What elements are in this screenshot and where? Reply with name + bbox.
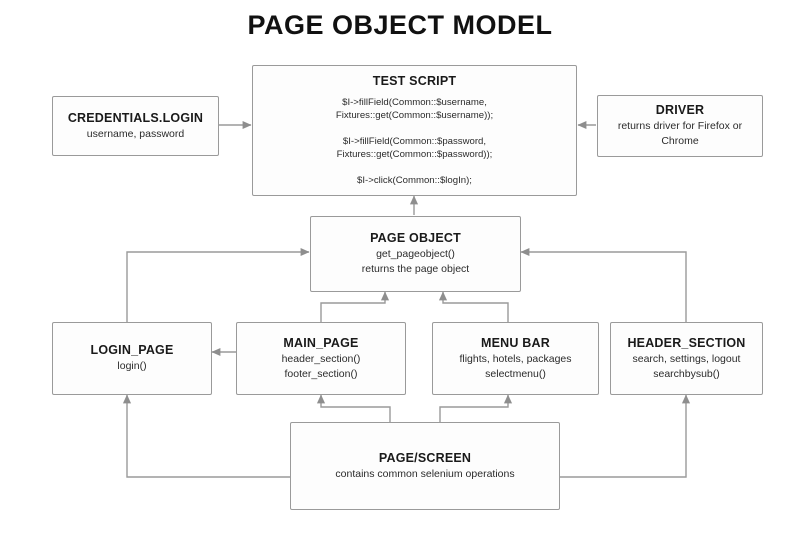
edge-main-page-to-page-object	[320, 291, 390, 322]
header-section-detail-2: searchbysub()	[653, 367, 720, 380]
header-section-detail-1: search, settings, logout	[632, 352, 741, 365]
node-test-script[interactable]: TEST SCRIPT $I->fillField(Common::$usern…	[252, 65, 577, 196]
page-screen-title: PAGE/SCREEN	[378, 450, 472, 465]
node-login-page[interactable]: LOGIN_PAGE login()	[52, 322, 212, 395]
main-page-title: MAIN_PAGE	[283, 335, 359, 350]
credentials-login-title: CREDENTIALS.LOGIN	[67, 110, 204, 125]
edge-header-section-to-page-object	[520, 247, 687, 322]
login-page-title: LOGIN_PAGE	[90, 343, 174, 358]
test-script-code-click: $I->click(Common::$logIn);	[357, 175, 472, 188]
main-page-detail-2: footer_section()	[284, 367, 358, 380]
menu-bar-detail-1: flights, hotels, packages	[459, 352, 572, 365]
test-script-title: TEST SCRIPT	[372, 74, 457, 88]
code-line-1: $I->fillField(Common::$username,	[342, 96, 487, 108]
node-page-screen[interactable]: PAGE/SCREEN contains common selenium ope…	[290, 422, 560, 510]
node-credentials-login[interactable]: CREDENTIALS.LOGIN username, password	[52, 96, 219, 156]
menu-bar-detail-2: selectmenu()	[485, 367, 546, 380]
edge-page-screen-to-menu-bar	[439, 394, 513, 422]
node-driver[interactable]: DRIVER returns driver for Firefox or Chr…	[597, 95, 763, 157]
edge-page-screen-to-login-page	[122, 394, 290, 478]
login-page-detail: login()	[117, 360, 147, 373]
node-main-page[interactable]: MAIN_PAGE header_section() footer_sectio…	[236, 322, 406, 395]
page-title: PAGE OBJECT MODEL	[247, 10, 553, 40]
menu-bar-title: MENU BAR	[481, 335, 550, 350]
driver-detail-2: Chrome	[661, 135, 699, 148]
edge-login-page-to-page-object	[126, 247, 310, 322]
edge-page-screen-to-header-section	[560, 394, 691, 478]
node-page-object[interactable]: PAGE OBJECT get_pageobject() returns the…	[310, 216, 521, 292]
node-menu-bar[interactable]: MENU BAR flights, hotels, packages selec…	[432, 322, 599, 395]
main-page-detail-1: header_section()	[281, 352, 361, 365]
code-line-4: Fixtures::get(Common::$password));	[336, 148, 493, 160]
header-section-title: HEADER_SECTION	[627, 335, 746, 350]
page-object-title: PAGE OBJECT	[370, 231, 461, 246]
code-line-5: $I->click(Common::$logIn);	[357, 174, 472, 186]
edge-page-screen-to-main-page	[316, 394, 391, 422]
page-object-detail-2: returns the page object	[361, 263, 470, 276]
page-screen-detail: contains common selenium operations	[335, 467, 515, 480]
driver-title: DRIVER	[655, 103, 705, 118]
node-header-section[interactable]: HEADER_SECTION search, settings, logout …	[610, 322, 763, 395]
credentials-login-detail: username, password	[86, 127, 185, 140]
page-object-detail-1: get_pageobject()	[376, 248, 455, 261]
edge-menu-bar-to-page-object	[438, 291, 509, 322]
test-script-code-username: $I->fillField(Common::$username, Fixture…	[336, 97, 493, 123]
test-script-code-password: $I->fillField(Common::$password, Fixture…	[337, 136, 493, 162]
code-line-2: Fixtures::get(Common::$username));	[335, 109, 494, 121]
driver-detail-1: returns driver for Firefox or	[617, 120, 743, 133]
code-line-3: $I->fillField(Common::$password,	[342, 135, 487, 147]
